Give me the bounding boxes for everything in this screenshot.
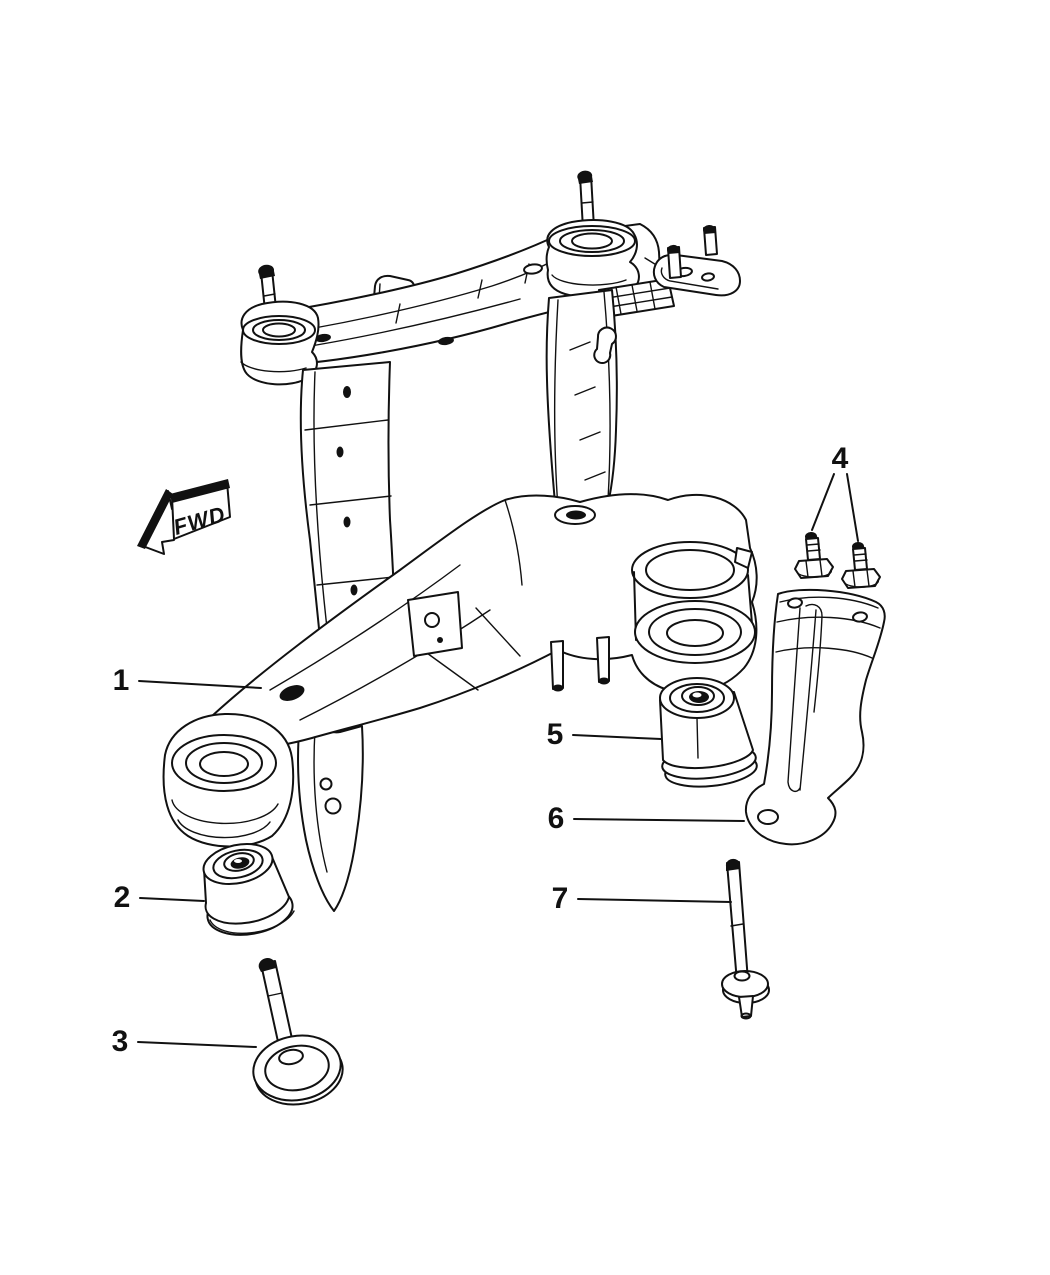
arm-gusset-plate [407,591,463,657]
bushing-part-2 [202,843,295,936]
lower-arm [211,493,758,749]
arm-oval-hole [279,685,305,701]
callouts: 1 2 3 4 5 6 7 [112,442,859,1058]
callout-7-leader [577,898,732,903]
left-bushing-mount [240,300,320,386]
mount-bolt-part-7 [721,858,770,1020]
hook-bracket [593,326,617,364]
fwd-direction-arrow: FWD [137,479,231,555]
callout-6-label: 6 [548,802,565,835]
bushing-part-5 [659,677,758,788]
arm-under-pins [550,636,610,692]
crossmember-assembly [162,170,758,912]
bracket-part-6 [744,588,886,846]
mount-bolt-part-3 [252,958,344,1106]
callout-4-label: 4 [832,442,849,475]
right-mount-stud [577,170,595,230]
bracket-bolts-part-4 [794,531,881,589]
callout-2-label: 2 [114,881,131,914]
left-ring-housing [162,712,295,848]
callout-4-leader-b [846,473,859,542]
callout-1-leader [138,680,262,689]
callout-6-leader [573,818,745,822]
callout-5-leader [572,734,662,740]
arm-boss [554,505,596,525]
callout-1-label: 1 [113,664,130,697]
callout-5-label: 5 [547,718,564,751]
bolt-4-right [841,541,881,589]
arm-tip-flange [734,547,753,569]
callout-3-leader [137,1041,257,1048]
bolt-4-left [794,531,834,579]
callout-2-leader [139,897,205,902]
callout-3-label: 3 [112,1025,129,1058]
right-bushing-mount [545,219,640,299]
spring-seat-rings [631,541,756,664]
bracket-stud-a [666,244,682,279]
lower-fin [297,717,364,912]
right-front-leg [545,289,618,515]
beam-end-bracket [598,224,741,318]
callout-4-leader-a [811,473,835,531]
bracket-stud-b [702,224,718,256]
callout-7-label: 7 [552,882,569,915]
fwd-arrowhead [137,489,173,549]
